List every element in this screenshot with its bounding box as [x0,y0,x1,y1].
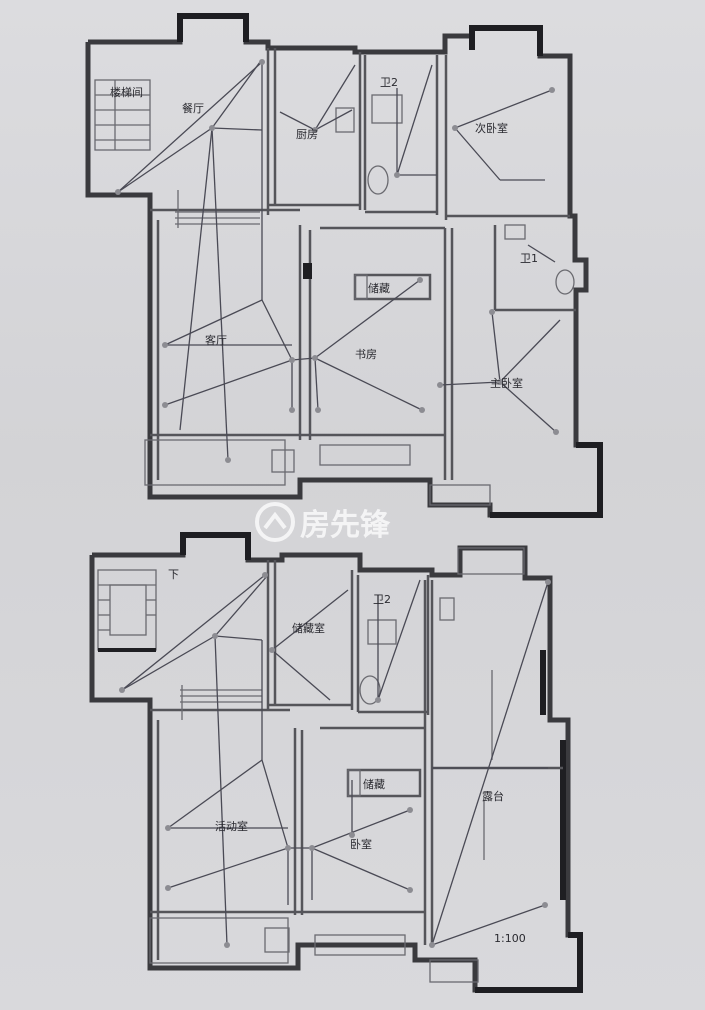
label-storage-lower: 储藏 [363,777,385,791]
label-bedroom: 卧室 [350,837,372,851]
watermark-text: 房先锋 [300,508,391,543]
lower-outer-wall [89,532,583,993]
upper-floor-plan: 楼梯间 餐厅 厨房 卫2 次卧室 卫1 储藏 客厅 书房 主卧室 [85,13,603,518]
label-storage-room: 储藏室 [292,621,325,635]
label-wc2-lower: 卫2 [373,593,391,606]
label-stair-down: 下 [168,568,179,581]
label-wc1: 卫1 [520,252,538,265]
lower-floor-plan: 下 储藏室 卫2 储藏 活动室 卧室 露台 1:100 [89,532,583,993]
label-activity-room: 活动室 [215,819,248,833]
upper-balcony-right [469,25,543,56]
watermark-logo-icon [255,502,295,542]
label-study: 书房 [355,348,377,361]
label-dining: 餐厅 [182,101,204,115]
label-storage-upper: 储藏 [368,281,390,295]
label-wc2-upper: 卫2 [380,76,398,89]
label-kitchen: 厨房 [296,128,318,141]
lower-balcony-top [180,532,251,560]
upper-balcony-bottom-right [490,442,603,518]
label-terrace: 露台 [482,789,504,803]
label-living: 客厅 [205,333,227,347]
upper-balcony-left [177,13,249,42]
watermark: 房先锋 [255,502,391,543]
label-stair-room: 楼梯间 [110,85,143,99]
upper-outer-wall [85,13,603,518]
label-second-bedroom: 次卧室 [475,121,508,135]
label-scale: 1:100 [494,932,526,945]
label-master-bedroom: 主卧室 [490,376,523,390]
